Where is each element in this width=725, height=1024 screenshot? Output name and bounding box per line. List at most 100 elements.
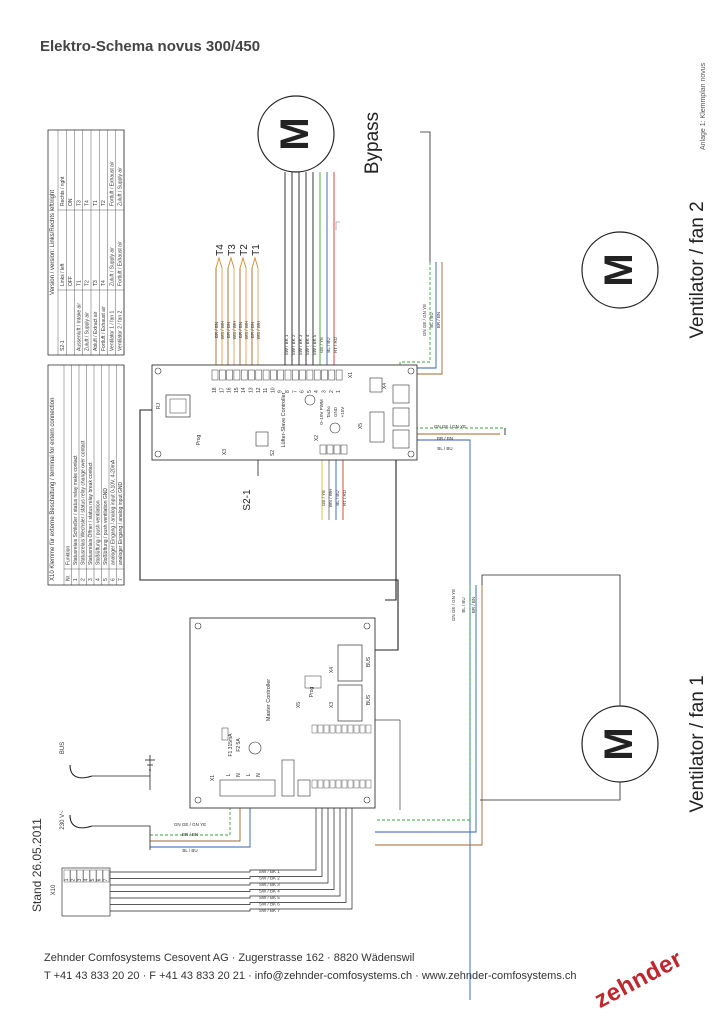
slave-x1-pin-number: 3 — [322, 390, 328, 393]
slave-relay2 — [392, 407, 410, 427]
version-table-cell: Abluft / Extract air — [93, 311, 99, 351]
x10-label: X10 — [51, 884, 57, 895]
temp-wire-label: BR / BN — [214, 322, 219, 338]
terminal-table-cell: Funktion — [66, 546, 72, 565]
bus-plug — [69, 764, 93, 779]
bypass-wire-bend — [335, 221, 340, 230]
bus-cable-2 — [385, 460, 397, 601]
master-x5-pin — [341, 724, 348, 734]
bypass-wire-label: BL / BU — [326, 337, 331, 352]
mains-feed — [92, 825, 151, 850]
slave-x1-pin-number: 9 — [278, 390, 284, 393]
master-bus-label: BUS — [366, 656, 372, 667]
master-controller-label: Master Controller — [266, 679, 272, 721]
x10-pin-number: 3 — [77, 878, 83, 881]
bus-cable — [139, 409, 399, 651]
slave-x2-wire-label: RT / RD — [342, 489, 347, 506]
slave-x1-pin-number: 7 — [292, 390, 298, 393]
slave-x1-pin-number: 12 — [256, 387, 262, 393]
terminal-table-cell: analoger Eingang / analog input 0-10V, 4… — [111, 459, 117, 565]
x10-wire — [110, 790, 329, 886]
version-table-cell: Aussenluft / Intake air — [76, 303, 82, 351]
fan2-top-wire — [420, 131, 431, 262]
temp-sensor-T1: T1 — [251, 244, 262, 256]
master-x1-strip — [219, 779, 276, 797]
version-table-cell: T4 — [85, 200, 91, 206]
bypass-wire-label: SW / BK 4 — [305, 334, 310, 355]
master-x5-pin — [329, 779, 336, 789]
terminal-table — [47, 364, 125, 586]
fan1-wire-label: BL / BU — [461, 597, 466, 612]
version-table-cell: Fortluft / Exhaust air — [109, 161, 115, 206]
master-fuse-icon — [248, 741, 262, 755]
master-x5-pin — [311, 779, 318, 789]
fan1-wire-label: GN GE / GN YE — [451, 589, 456, 621]
mains-bl — [150, 796, 251, 848]
slave-x1-pin-number: 8 — [285, 390, 291, 393]
slave-x2-label: X2 — [314, 435, 320, 441]
motor-fan2-symbol: M — [597, 253, 641, 286]
temp-wire-label: BR / BN — [226, 322, 231, 338]
version-table-cell: Rechts / right — [60, 176, 66, 206]
master-mount-hole — [363, 622, 371, 630]
master-mount-hole — [194, 796, 202, 804]
x10-pin — [76, 869, 84, 883]
slave-x1-pin — [240, 369, 248, 381]
slave-x4-label: X4 — [382, 383, 388, 389]
terminal-table-cell: analoger Eingang / analog input GND — [118, 481, 124, 565]
master-x5-pin — [365, 724, 372, 734]
version-table-cell: Zuluft / Supply air — [85, 312, 91, 351]
version-table-cell: T4 — [101, 280, 107, 286]
slave-controller-label: Lüfter-Slave Controller — [281, 392, 287, 447]
slave-x3-label: X3 — [222, 449, 228, 455]
bypass-wire-label: SW / BK 2 — [291, 334, 296, 355]
fan2-wire-label: GN GE / GN YE — [422, 304, 427, 336]
motor-bypass-symbol: M — [273, 117, 317, 150]
slave-x1-pin — [313, 369, 321, 381]
master-x5-pin — [335, 779, 342, 789]
terminal-table-cell: Stoßlüftung / push ventilation — [96, 500, 102, 565]
x10-wire — [110, 790, 323, 879]
temp-sensor-T4: T4 — [215, 244, 226, 256]
temp-sensor-symbol — [251, 256, 259, 269]
x10-pin-number: 5 — [90, 878, 96, 881]
x10-pin-number: 6 — [97, 878, 103, 881]
motor-fan1-label: Ventilator / fan 1 — [687, 675, 708, 812]
earth-symbol — [329, 422, 341, 434]
x10-wire — [110, 790, 317, 873]
x10-pin — [89, 869, 97, 883]
wires — [92, 131, 621, 1000]
x10-pin — [70, 869, 77, 883]
components — [47, 95, 659, 917]
terminal-table-cell: 2 — [81, 578, 87, 581]
x10-wire-label: SW / BK 5 — [259, 895, 280, 900]
master-x5-pin — [347, 779, 354, 789]
x10-wire-label: SW / BK 6 — [259, 902, 280, 907]
version-table-cell: T2 — [101, 200, 107, 206]
slave-x1-label: X1 — [348, 372, 354, 378]
temp-wire-label: WS / WH — [220, 321, 225, 340]
version-table-cell: T3 — [76, 200, 82, 206]
master-x5-pin — [359, 779, 366, 789]
master-x5-pin — [353, 724, 360, 734]
slave-s2-label: S2 — [270, 450, 276, 456]
terminal-table-cell: 5 — [103, 578, 109, 581]
version-table-cell: OFF — [68, 276, 74, 286]
fan1-wire-br — [375, 585, 483, 846]
motor-fan1-circle — [581, 705, 659, 783]
footer-address: Zehnder Comfosystems Cesovent AG · Zuger… — [44, 952, 415, 964]
version-table-cell: T3 — [93, 280, 99, 286]
slave-x1-pin — [277, 369, 284, 381]
master-x5-pin — [359, 724, 366, 734]
x10-wire-label: SW / BK 1 — [259, 869, 280, 874]
slave-x1-pin-number: 5 — [307, 390, 313, 393]
version-table-title: Version / version: Links/Rechts left/rig… — [50, 190, 56, 295]
terminal-table-cell: Stoßlüftung / push ventilation GND — [103, 488, 109, 565]
fan1-wire-bl — [375, 585, 477, 833]
temp-sensor-T2: T2 — [239, 244, 250, 256]
footer-contact: T +41 43 833 20 20 · F +41 43 833 20 21 … — [44, 970, 577, 982]
slave-x2-wire-label: BL / BU — [335, 490, 340, 505]
fan1-to-motor — [481, 574, 621, 706]
slave-x1-pin — [270, 369, 277, 381]
